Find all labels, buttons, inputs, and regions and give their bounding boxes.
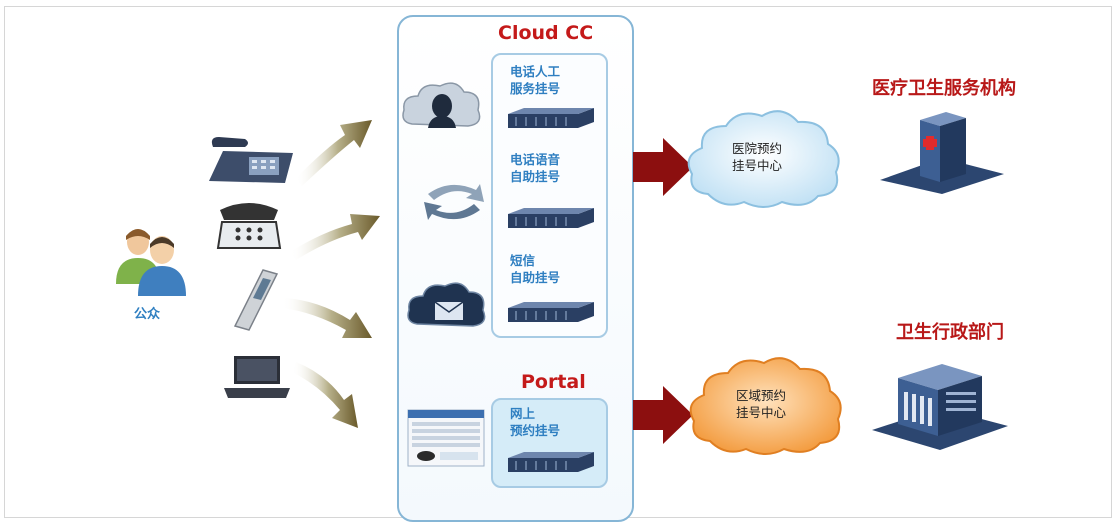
portal-service-box (491, 398, 608, 488)
portal-screenshot-icon (407, 409, 485, 467)
service-label-online: 网上 预约挂号 (510, 405, 560, 439)
server-icon (508, 452, 594, 472)
service-label-phone-manual: 电话人工 服务挂号 (510, 63, 560, 97)
service-label-line: 自助挂号 (510, 270, 561, 285)
cloud-label-line: 挂号中心 (736, 405, 787, 420)
service-label-line: 电话人工 (510, 64, 561, 79)
hospital-center-cloud (687, 110, 840, 208)
service-label-line: 网上 (510, 406, 536, 421)
hospital-center-label: 医院预约 挂号中心 (732, 140, 782, 174)
regional-center-cloud (689, 357, 842, 455)
government-building-icon (872, 364, 1008, 450)
cloud-label-line: 区域预约 (736, 388, 787, 403)
sms-cloud-icon (407, 282, 486, 327)
laptop-icon (224, 356, 290, 398)
mobile-phone-icon (233, 269, 279, 331)
service-label-line: 电话语音 (510, 152, 561, 167)
cloud-label-line: 挂号中心 (732, 158, 783, 173)
portal-title: Portal (521, 371, 586, 393)
public-users-icon (116, 229, 186, 296)
agent-cloud-icon (402, 82, 481, 128)
medical-institution-title: 医疗卫生服务机构 (872, 78, 1016, 99)
cloud-label-line: 医院预约 (732, 141, 783, 156)
regional-center-label: 区域预约 挂号中心 (736, 387, 786, 421)
cloudcc-services-box (491, 53, 608, 338)
service-label-phone-ivr: 电话语音 自助挂号 (510, 151, 560, 185)
health-admin-title: 卫生行政部门 (896, 322, 1004, 343)
server-icon (508, 108, 594, 128)
desk-phone-icon (209, 137, 293, 183)
classic-phone-icon (216, 203, 282, 249)
service-label-line: 短信 (510, 253, 536, 268)
public-label: 公众 (134, 307, 161, 322)
hospital-building-icon (880, 112, 1004, 194)
cloudcc-title: Cloud CC (498, 22, 594, 44)
ivr-cycle-icon (424, 184, 484, 220)
service-label-line: 自助挂号 (510, 169, 561, 184)
arrow-to-regional-center (633, 386, 693, 444)
server-icon (508, 302, 594, 322)
service-label-line: 服务挂号 (510, 81, 561, 96)
arrow-to-hospital-center (633, 138, 693, 196)
service-label-sms: 短信 自助挂号 (510, 252, 560, 286)
server-icon (508, 208, 594, 228)
service-label-line: 预约挂号 (510, 423, 561, 438)
